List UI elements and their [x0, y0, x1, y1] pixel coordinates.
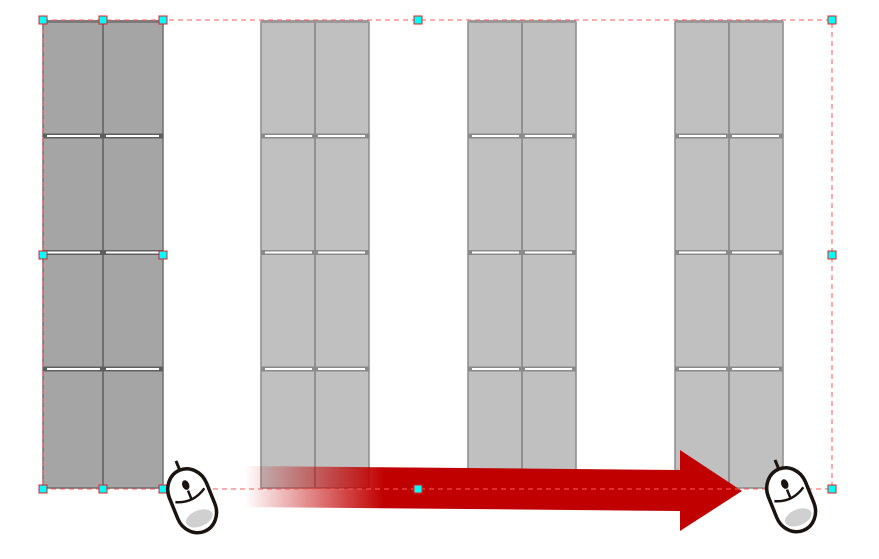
door-handle — [472, 368, 519, 370]
mouse-wheel — [182, 480, 190, 490]
mouse-icon-end — [764, 459, 818, 534]
shelf-divider — [43, 133, 163, 139]
door-handle — [525, 368, 572, 370]
door-handle — [472, 135, 519, 137]
shelf-unit[interactable] — [260, 20, 370, 489]
mouse-icon-start — [165, 460, 219, 535]
door-handle — [525, 251, 572, 254]
resize-handle[interactable] — [38, 484, 48, 494]
resize-handle[interactable] — [38, 15, 48, 25]
mouse-button-shade — [784, 508, 812, 527]
resize-handle[interactable] — [827, 250, 837, 260]
shelf-divider — [675, 366, 783, 372]
shelf-units — [42, 20, 784, 489]
door-handle — [732, 251, 779, 254]
resize-handle[interactable] — [827, 484, 837, 494]
resize-handle[interactable] — [98, 484, 108, 494]
mouse-wheel — [781, 479, 789, 489]
door-handle — [106, 251, 159, 254]
shelf-unit-top — [468, 20, 576, 23]
shelf-unit-top — [261, 20, 369, 23]
door-handle — [265, 135, 312, 137]
shelf-divider — [468, 133, 576, 139]
resize-handle[interactable] — [158, 15, 168, 25]
resize-handle[interactable] — [413, 484, 423, 494]
drag-arrow — [245, 450, 742, 531]
shelf-unit[interactable] — [674, 20, 784, 489]
shelf-divider — [261, 366, 369, 372]
selection-box[interactable] — [38, 15, 837, 494]
door-handle — [679, 251, 726, 254]
door-handle — [106, 368, 159, 370]
mouse-split — [785, 489, 792, 500]
door-handle — [732, 368, 779, 370]
shelf-divider — [43, 366, 163, 372]
door-handle — [265, 251, 312, 254]
resize-handle[interactable] — [158, 484, 168, 494]
resize-handle[interactable] — [413, 15, 423, 25]
resize-handle[interactable] — [827, 15, 837, 25]
door-handle — [47, 135, 100, 137]
door-handle — [47, 368, 100, 370]
shelf-divider — [675, 133, 783, 139]
door-handle — [318, 135, 365, 137]
mouse-body — [165, 467, 219, 535]
door-handle — [679, 368, 726, 370]
drag-arrow-shape — [245, 450, 742, 531]
door-handle — [525, 135, 572, 137]
shelf-unit-top — [675, 20, 783, 23]
shelf-unit-selected[interactable] — [42, 20, 164, 489]
door-handle — [265, 368, 312, 370]
shelf-divider — [468, 250, 576, 255]
mouse-split — [186, 490, 193, 501]
resize-handle[interactable] — [158, 250, 168, 260]
resize-handle[interactable] — [98, 15, 108, 25]
door-handle — [318, 368, 365, 370]
shelf-unit[interactable] — [467, 20, 577, 489]
door-handle — [732, 135, 779, 137]
door-handle — [47, 251, 100, 254]
shelf-divider — [675, 250, 783, 255]
shelf-divider — [43, 250, 163, 255]
door-handle — [318, 251, 365, 254]
shelf-divider — [468, 366, 576, 372]
door-handle — [679, 135, 726, 137]
resize-handle[interactable] — [38, 250, 48, 260]
mouse-icons — [165, 459, 818, 535]
shelf-divider — [261, 250, 369, 255]
mouse-button-shade — [185, 509, 213, 528]
shelf-divider — [261, 133, 369, 139]
door-handle — [106, 135, 159, 137]
door-handle — [472, 251, 519, 254]
